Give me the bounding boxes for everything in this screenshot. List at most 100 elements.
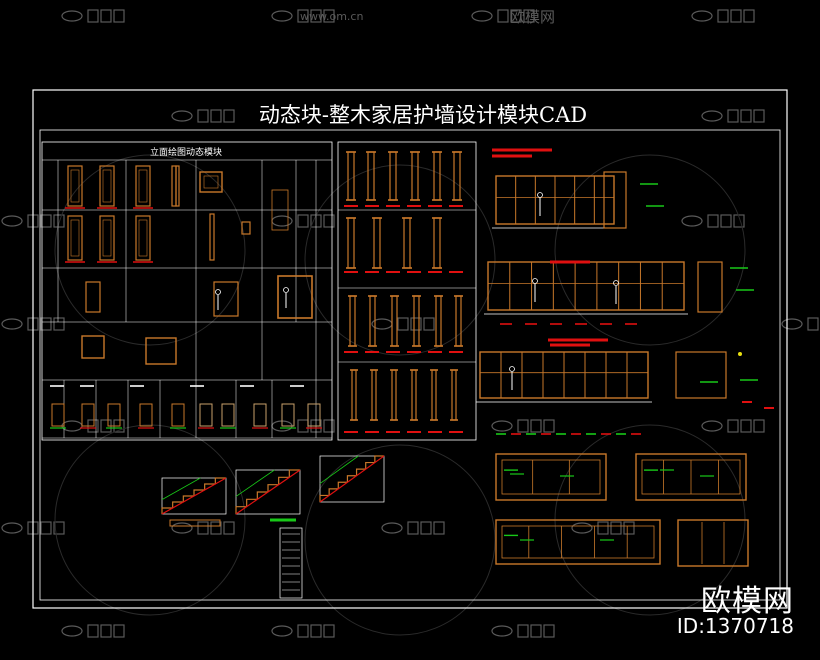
watermark-logo bbox=[701, 420, 723, 432]
cabinet bbox=[677, 519, 749, 567]
stair-base bbox=[169, 519, 221, 527]
watermark-glyph bbox=[720, 214, 732, 228]
watermark-glyph bbox=[297, 9, 309, 23]
arch-frame bbox=[145, 337, 177, 365]
stair-step bbox=[365, 461, 375, 470]
watermark-logo bbox=[171, 110, 193, 122]
watermark-glyph bbox=[87, 624, 99, 638]
door-panel bbox=[135, 215, 151, 261]
column bbox=[367, 151, 375, 201]
watermark-glyph bbox=[40, 521, 52, 535]
column bbox=[413, 295, 420, 347]
stair-step bbox=[346, 475, 357, 483]
watermark-arc bbox=[304, 444, 496, 636]
watermark-logo bbox=[271, 625, 293, 637]
watermark-glyph bbox=[740, 109, 752, 123]
watermark-glyph bbox=[407, 521, 419, 535]
column bbox=[431, 369, 437, 421]
doorway-frame bbox=[213, 281, 239, 317]
cad-line bbox=[319, 455, 385, 503]
watermark-glyph bbox=[753, 419, 765, 433]
column bbox=[373, 217, 381, 269]
door-mini bbox=[81, 403, 95, 427]
watermark-glyph bbox=[223, 521, 235, 535]
column bbox=[455, 295, 462, 347]
frame-square bbox=[199, 171, 223, 193]
door-panel bbox=[85, 281, 101, 313]
watermark-glyph bbox=[717, 9, 729, 23]
watermark-glyph bbox=[310, 624, 322, 638]
stair-step bbox=[374, 455, 384, 463]
human-figure bbox=[509, 366, 515, 372]
door-mini bbox=[199, 403, 213, 427]
stair-step bbox=[267, 484, 279, 492]
panel-grid-lines bbox=[42, 159, 332, 439]
column bbox=[411, 151, 419, 201]
door-mini bbox=[221, 403, 235, 427]
watermark-logo bbox=[701, 110, 723, 122]
stair-step bbox=[355, 468, 366, 476]
human-figure bbox=[215, 289, 221, 295]
watermark-glyph bbox=[197, 109, 209, 123]
column bbox=[351, 369, 357, 421]
watermark-glyph bbox=[423, 317, 435, 331]
door-mini bbox=[51, 403, 65, 427]
stair-elevations bbox=[161, 455, 385, 599]
door-inset bbox=[70, 169, 80, 203]
column bbox=[389, 151, 397, 201]
stair-step bbox=[161, 507, 173, 514]
watermark-glyph bbox=[597, 521, 609, 535]
small-block bbox=[241, 221, 251, 235]
wall-panel-elevations bbox=[476, 148, 774, 435]
watermark-glyph bbox=[297, 214, 309, 228]
column-sheet bbox=[337, 141, 477, 441]
watermark-glyph bbox=[733, 214, 745, 228]
stair-step bbox=[288, 469, 300, 478]
column-elevations bbox=[337, 141, 477, 441]
watermark-glyph bbox=[223, 109, 235, 123]
column bbox=[391, 369, 397, 421]
watermark-glyph bbox=[323, 624, 335, 638]
panel-label: 立面绘图动态模块 bbox=[150, 146, 222, 158]
watermark-glyph bbox=[323, 419, 335, 433]
door-inset bbox=[70, 219, 80, 257]
watermark-logo bbox=[61, 10, 83, 22]
stair-step bbox=[214, 477, 226, 484]
frame-square bbox=[81, 335, 105, 359]
watermark-glyph bbox=[517, 624, 529, 638]
door-panel bbox=[135, 165, 151, 207]
watermark-glyph bbox=[517, 419, 529, 433]
cabinet-inset bbox=[501, 525, 655, 559]
door-inset bbox=[102, 219, 112, 257]
watermark-logo bbox=[681, 215, 703, 227]
watermark-glyph bbox=[40, 317, 52, 331]
watermark-glyph bbox=[323, 214, 335, 228]
wall-panel bbox=[487, 261, 685, 311]
watermark-glyph bbox=[753, 109, 765, 123]
watermark-arc bbox=[304, 164, 496, 356]
cad-line bbox=[235, 469, 301, 515]
cabinet bbox=[635, 453, 747, 501]
watermark-glyph bbox=[497, 9, 509, 23]
watermark-arc bbox=[54, 154, 246, 346]
corner-id: ID:1370718 bbox=[676, 614, 794, 638]
drawing-title: 动态块-整木家居护墙设计模块CAD bbox=[259, 103, 587, 127]
watermark-glyph bbox=[623, 521, 635, 535]
column bbox=[435, 295, 442, 347]
watermark-glyph bbox=[310, 9, 322, 23]
cabinet-elevations bbox=[495, 453, 749, 567]
watermark-logo bbox=[571, 522, 593, 534]
watermark-logo bbox=[381, 522, 403, 534]
corner-brand: 欧模网 bbox=[701, 584, 794, 619]
column-slim bbox=[175, 165, 180, 207]
watermark-glyph bbox=[297, 419, 309, 433]
watermark-glyph bbox=[530, 624, 542, 638]
watermark-glyph bbox=[210, 109, 222, 123]
arch-doorway bbox=[277, 275, 313, 319]
stair-step bbox=[246, 498, 258, 507]
watermark-logo bbox=[61, 420, 83, 432]
watermark-logo bbox=[271, 215, 293, 227]
column bbox=[403, 217, 411, 269]
stair-step bbox=[256, 491, 268, 500]
